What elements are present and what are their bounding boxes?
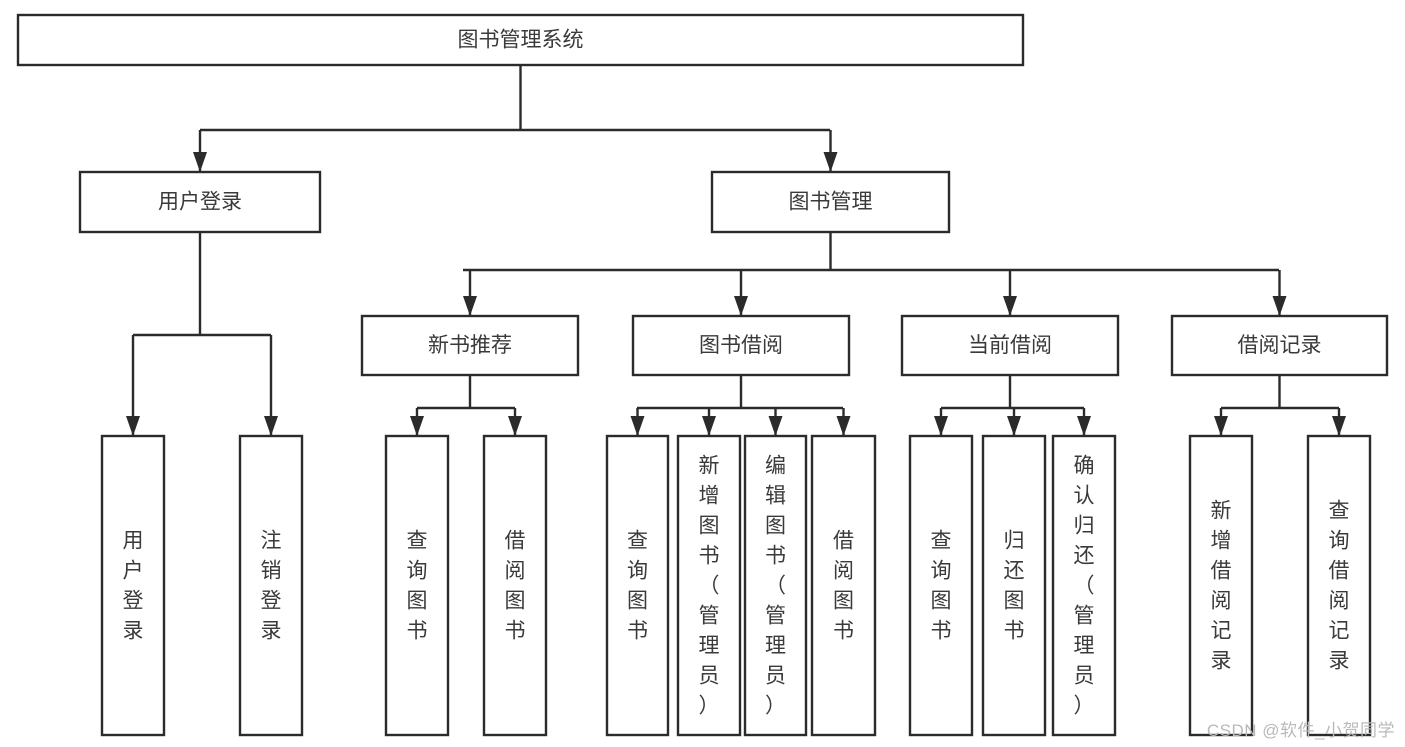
arrow-head-icon-leaf-edit-book-admin <box>768 416 783 436</box>
node-leaf-add-book-admin[interactable]: 新增图书（管理员） <box>676 434 742 737</box>
node-box-leaf-edit-book-admin <box>743 434 808 737</box>
node-box-leaf-logout-login <box>238 434 304 737</box>
node-book-manage[interactable]: 图书管理 <box>710 170 951 234</box>
node-leaf-edit-book-admin[interactable]: 编辑图书（管理员） <box>743 434 808 737</box>
node-box-leaf-add-book-admin <box>676 434 742 737</box>
node-new-book-recommend[interactable]: 新书推荐 <box>360 314 580 377</box>
node-label-borrow-record: 借阅记录 <box>1238 334 1322 357</box>
arrow-head-icon-leaf-add-record <box>1214 416 1228 436</box>
arrow-head-icon-book-borrow <box>734 296 748 316</box>
node-label-leaf-edit-book-admin: 编辑图书（管理员） <box>765 454 786 717</box>
node-label-root: 图书管理系统 <box>458 29 584 52</box>
node-box-leaf-query-book-1 <box>384 434 450 737</box>
node-box-root <box>16 13 1025 67</box>
nodes-layer: 图书管理系统用户登录图书管理新书推荐图书借阅当前借阅借阅记录用户登录注销登录查询… <box>16 13 1389 737</box>
arrow-head-icon-leaf-borrow-book-1 <box>508 416 522 436</box>
node-box-book-manage <box>710 170 951 234</box>
arrow-head-icon-leaf-query-book-3 <box>934 416 948 436</box>
node-label-book-borrow: 图书借阅 <box>699 334 783 357</box>
node-leaf-add-record[interactable]: 新增借阅记录 <box>1188 434 1254 737</box>
node-leaf-confirm-return[interactable]: 确认归还（管理员） <box>1051 434 1117 737</box>
arrow-head-icon-leaf-user-login <box>126 416 140 436</box>
node-current-borrow[interactable]: 当前借阅 <box>900 314 1120 377</box>
node-label-leaf-return-book: 归还图书 <box>1004 529 1025 642</box>
node-box-borrow-record <box>1170 314 1389 377</box>
node-box-book-borrow <box>631 314 851 377</box>
node-box-user-login <box>78 170 322 234</box>
node-label-leaf-logout-login: 注销登录 <box>261 529 282 642</box>
node-label-current-borrow: 当前借阅 <box>968 334 1052 357</box>
node-label-leaf-borrow-book-2: 借阅图书 <box>833 529 854 642</box>
node-label-leaf-confirm-return: 确认归还（管理员） <box>1074 454 1095 717</box>
node-box-leaf-query-book-2 <box>605 434 670 737</box>
arrow-head-icon-leaf-return-book <box>1007 416 1021 436</box>
watermark-text: CSDN @软件_小贺同学 <box>1206 721 1395 740</box>
arrow-head-icon-book-manage <box>823 152 838 172</box>
node-box-leaf-query-book-3 <box>908 434 974 737</box>
node-leaf-query-book-3[interactable]: 查询图书 <box>908 434 974 737</box>
node-book-borrow[interactable]: 图书借阅 <box>631 314 851 377</box>
node-label-leaf-borrow-book-1: 借阅图书 <box>505 529 526 642</box>
node-label-leaf-query-book-3: 查询图书 <box>931 529 952 642</box>
node-box-leaf-add-record <box>1188 434 1254 737</box>
node-label-new-book-recommend: 新书推荐 <box>428 334 512 357</box>
arrow-head-icon-leaf-query-record <box>1332 416 1346 436</box>
node-box-leaf-borrow-book-2 <box>810 434 877 737</box>
node-label-leaf-add-record: 新增借阅记录 <box>1211 499 1232 672</box>
node-leaf-borrow-book-2[interactable]: 借阅图书 <box>810 434 877 737</box>
node-leaf-borrow-book-1[interactable]: 借阅图书 <box>482 434 548 737</box>
node-leaf-logout-login[interactable]: 注销登录 <box>238 434 304 737</box>
node-box-leaf-user-login <box>100 434 166 737</box>
node-leaf-user-login[interactable]: 用户登录 <box>100 434 166 737</box>
node-box-leaf-borrow-book-1 <box>482 434 548 737</box>
node-box-leaf-return-book <box>981 434 1047 737</box>
arrow-head-icon-user-login <box>193 152 207 172</box>
arrow-head-icon-leaf-borrow-book-2 <box>836 416 851 436</box>
node-box-new-book-recommend <box>360 314 580 377</box>
node-label-leaf-query-record: 查询借阅记录 <box>1329 499 1350 672</box>
node-label-leaf-query-book-2: 查询图书 <box>627 529 648 642</box>
arrow-head-icon-current-borrow <box>1003 296 1017 316</box>
node-label-leaf-add-book-admin: 新增图书（管理员） <box>699 454 720 717</box>
arrow-head-icon-leaf-confirm-return <box>1077 416 1091 436</box>
node-label-book-manage: 图书管理 <box>789 191 873 214</box>
node-box-current-borrow <box>900 314 1120 377</box>
arrow-head-icon-leaf-add-book-admin <box>702 416 716 436</box>
arrow-head-icon-leaf-query-book-2 <box>630 416 645 436</box>
arrow-head-icon-borrow-record <box>1272 296 1287 316</box>
node-leaf-return-book[interactable]: 归还图书 <box>981 434 1047 737</box>
arrow-head-icon-new-book-recommend <box>463 296 477 316</box>
node-user-login[interactable]: 用户登录 <box>78 170 322 234</box>
node-root[interactable]: 图书管理系统 <box>16 13 1025 67</box>
node-label-leaf-user-login: 用户登录 <box>123 529 144 642</box>
node-leaf-query-record[interactable]: 查询借阅记录 <box>1306 434 1372 737</box>
node-leaf-query-book-2[interactable]: 查询图书 <box>605 434 670 737</box>
connectors-layer <box>126 65 1346 436</box>
node-borrow-record[interactable]: 借阅记录 <box>1170 314 1389 377</box>
arrow-head-icon-leaf-logout-login <box>264 416 278 436</box>
node-label-leaf-query-book-1: 查询图书 <box>407 529 428 642</box>
node-box-leaf-confirm-return <box>1051 434 1117 737</box>
node-label-user-login: 用户登录 <box>158 191 242 214</box>
node-leaf-query-book-1[interactable]: 查询图书 <box>384 434 450 737</box>
arrow-head-icon-leaf-query-book-1 <box>410 416 424 436</box>
node-box-leaf-query-record <box>1306 434 1372 737</box>
